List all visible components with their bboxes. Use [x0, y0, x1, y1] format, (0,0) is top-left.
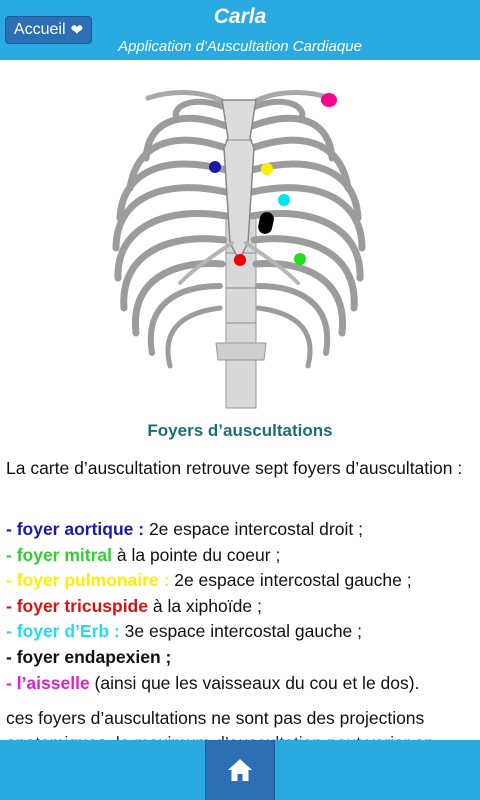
list-item: - foyer aortique : 2e espace intercostal…	[6, 517, 474, 543]
item-label: - foyer d’Erb :	[6, 621, 120, 642]
outro-line-1: ces foyers d’auscultations ne sont pas d…	[6, 708, 425, 728]
item-description: à la pointe du coeur ;	[112, 544, 281, 565]
heart-icon: ❤	[70, 21, 84, 39]
item-label: - foyer mitral	[6, 544, 112, 565]
footer-home-button[interactable]	[205, 740, 275, 800]
ribcage-illustration	[112, 90, 366, 409]
item-label: - foyer aortique :	[6, 519, 145, 539]
marker-erb	[278, 194, 290, 206]
item-label: - foyer endapexien ;	[6, 646, 172, 667]
item-description: à la xiphoïde ;	[147, 595, 262, 616]
item-description: 3e espace intercostal gauche ;	[119, 621, 363, 642]
item-label: - foyer tricuspide	[6, 595, 148, 616]
outro-line-2: anatomiques. le maximum d’auscultation p…	[6, 731, 476, 740]
marker-tricuspide	[234, 254, 246, 266]
app-title: Carla	[213, 5, 267, 28]
auscultation-markers	[209, 93, 337, 266]
outro-paragraph: ces foyers d’auscultations ne sont pas d…	[6, 706, 476, 740]
intro-paragraph: La carte d’auscultation retrouve sept fo…	[6, 458, 463, 478]
item-label: - l’aisselle	[6, 672, 90, 693]
marker-aortique	[209, 161, 221, 173]
list-item: - l’aisselle (ainsi que les vaisseaux du…	[6, 671, 474, 697]
item-description: 2e espace intercostal droit ;	[144, 519, 363, 539]
list-item: - foyer mitral à la pointe du coeur ;	[6, 543, 474, 569]
ribcage-drawing	[112, 90, 366, 409]
marker-endapexien	[258, 212, 274, 234]
figure-caption: Foyers d’auscultations	[147, 421, 333, 440]
list-item: - foyer pulmonaire : 2e espace intercost…	[6, 568, 474, 594]
marker-aisselle	[321, 93, 337, 107]
item-description: (ainsi que les vaisseaux du cou et le do…	[89, 672, 420, 693]
marker-pulmonaire	[261, 163, 273, 175]
home-button-label: Accueil	[13, 21, 66, 38]
app-header: Accueil ❤ Carla Application d'Auscultati…	[0, 0, 480, 60]
marker-mitral	[294, 253, 306, 265]
auscultation-list: - foyer aortique : 2e espace intercostal…	[6, 517, 474, 696]
content-area[interactable]: Foyers d’auscultations La carte d’auscul…	[0, 60, 480, 740]
item-label: - foyer pulmonaire :	[6, 570, 170, 591]
app-subtitle: Application d'Auscultation Cardiaque	[118, 38, 362, 55]
home-button[interactable]: Accueil ❤	[5, 16, 92, 44]
item-description: 2e espace intercostal gauche ;	[169, 570, 412, 591]
home-icon	[228, 759, 252, 781]
app-footer	[0, 740, 480, 800]
list-item: - foyer tricuspide à la xiphoïde ;	[6, 594, 474, 620]
list-item: - foyer endapexien ;	[6, 645, 474, 671]
list-item: - foyer d’Erb : 3e espace intercostal ga…	[6, 619, 474, 645]
